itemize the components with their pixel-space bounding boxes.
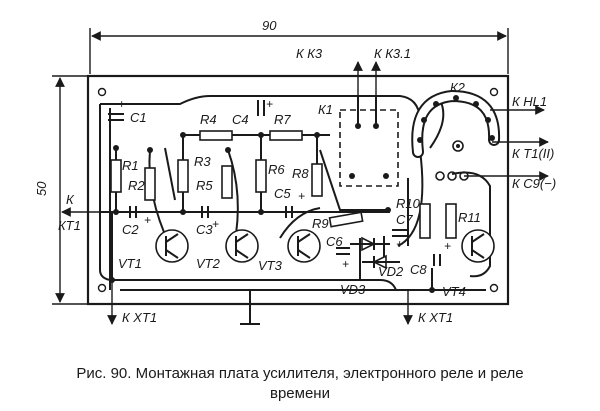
output-xt1-left: К ХТ1 [107, 280, 157, 325]
relay-k2-label: К2 [450, 80, 466, 95]
svg-text:+: + [444, 239, 451, 253]
diode-vd3: VD3 [340, 236, 390, 297]
input-kt1-label: КТ1 [58, 218, 81, 233]
svg-text:+: + [144, 213, 151, 227]
output-xt1-left-label: К ХТ1 [122, 310, 157, 325]
transistor-vt1-label: VT1 [118, 256, 142, 271]
input-kt1: К КТ1 [58, 192, 112, 233]
svg-text:+: + [118, 97, 125, 111]
resistor-r8: R8 [292, 135, 323, 197]
relay-k1-label: К1 [318, 102, 333, 117]
dimension-height: 50 [34, 75, 88, 305]
capacitor-c1-label: C1 [130, 110, 147, 125]
svg-text:+: + [298, 189, 305, 203]
resistor-r8-label: R8 [292, 166, 309, 181]
output-kk31-label: К К3.1 [374, 46, 411, 61]
capacitor-c8-label: C8 [410, 262, 427, 277]
transistor-vt2-label: VT2 [196, 256, 221, 271]
capacitor-c5: C5 + [274, 186, 305, 218]
resistor-r7-label: R7 [274, 112, 291, 127]
resistor-r5-label: R5 [196, 178, 213, 193]
resistor-r5: R5 [196, 165, 233, 199]
circuit-board-diagram: 90 50 [34, 18, 556, 325]
output-kc9: К С9(−) [464, 171, 556, 191]
capacitor-c4-label: C4 [232, 112, 249, 127]
capacitor-c6: C6 + [326, 234, 350, 271]
capacitor-c7-label: C7 [396, 212, 413, 227]
output-khl1: К HL1 [490, 94, 547, 115]
transistor-vt3: VT3 [258, 229, 321, 273]
resistor-r10-label: R10 [396, 196, 421, 211]
capacitor-c2: C2 + [122, 206, 151, 237]
output-khl1-label: К HL1 [512, 94, 547, 109]
output-kk3-label: К К3 [296, 46, 323, 61]
transistor-vt4-label: VT4 [442, 284, 466, 299]
output-xt1-right: К ХТ1 [403, 290, 453, 325]
resistor-r2-label: R2 [128, 178, 145, 193]
mounting-holes [97, 87, 499, 293]
dimension-width-label: 90 [262, 18, 277, 33]
resistor-r9-label: R9 [312, 216, 329, 231]
capacitor-c2-label: C2 [122, 222, 139, 237]
resistor-r2: R2 [128, 167, 156, 201]
transistor-vt3-label: VT3 [258, 258, 283, 273]
capacitor-c4: + C4 [232, 97, 273, 127]
output-kc9-label: К С9(−) [512, 176, 556, 191]
transistor-vt1: VT1 [118, 229, 189, 271]
solder-pads [109, 132, 469, 293]
transistor-vt4: VT4 [442, 229, 495, 299]
relay-k2: К2 [411, 80, 501, 158]
diode-vd2: VD2 [362, 254, 404, 279]
svg-text:+: + [342, 257, 349, 271]
capacitor-c6-label: C6 [326, 234, 343, 249]
resistor-r9: R9 [312, 211, 364, 231]
relay-k1: К1 [318, 96, 399, 187]
resistor-r10: R10 [396, 196, 431, 239]
resistor-r11-label: R11 [458, 210, 481, 225]
resistor-r11: R11 [445, 203, 481, 239]
pcb-traces [99, 95, 491, 291]
dimension-height-label: 50 [34, 181, 49, 196]
output-kk3: К К3 [296, 46, 363, 96]
pcb-board [86, 74, 510, 306]
capacitor-c8: C8 + [410, 239, 451, 277]
diode-vd3-label: VD3 [340, 282, 366, 297]
resistor-r7: R7 [269, 112, 303, 141]
diode-vd2-label: VD2 [378, 264, 404, 279]
resistor-r1-label: R1 [122, 158, 139, 173]
dimension-width: 90 [89, 18, 509, 74]
resistor-r4-label: R4 [200, 112, 217, 127]
transistor-vt2: VT2 [196, 229, 259, 271]
svg-text:+: + [212, 217, 219, 231]
resistor-r6: R6 [255, 135, 285, 212]
input-k-label: К [66, 192, 75, 207]
resistor-r6-label: R6 [268, 162, 285, 177]
output-kk31: К К3.1 [371, 46, 411, 96]
capacitor-c3-label: C3 [196, 222, 213, 237]
output-kt1-ii-label: К Т1(II) [512, 146, 554, 161]
figure-caption: Рис. 90. Монтажная плата усилителя, элек… [0, 364, 600, 404]
capacitor-c5-label: C5 [274, 186, 291, 201]
svg-text:+: + [396, 237, 403, 251]
caption-line-1: Рис. 90. Монтажная плата усилителя, элек… [76, 365, 524, 382]
capacitor-c1: + C1 [108, 97, 147, 125]
resistor-r4: R4 [199, 112, 233, 141]
resistor-r3-label: R3 [194, 154, 211, 169]
resistor-r3: R3 [177, 135, 211, 212]
ground-terminal [240, 290, 260, 325]
output-kt1-ii: К Т1(II) [492, 137, 554, 161]
capacitor-c3: C3 + [196, 206, 219, 237]
svg-text:+: + [266, 97, 273, 111]
resistor-r1: R1 [110, 148, 139, 212]
capacitor-c7: C7 + [392, 212, 413, 251]
output-xt1-right-label: К ХТ1 [418, 310, 453, 325]
caption-line-2: времени [270, 385, 330, 402]
